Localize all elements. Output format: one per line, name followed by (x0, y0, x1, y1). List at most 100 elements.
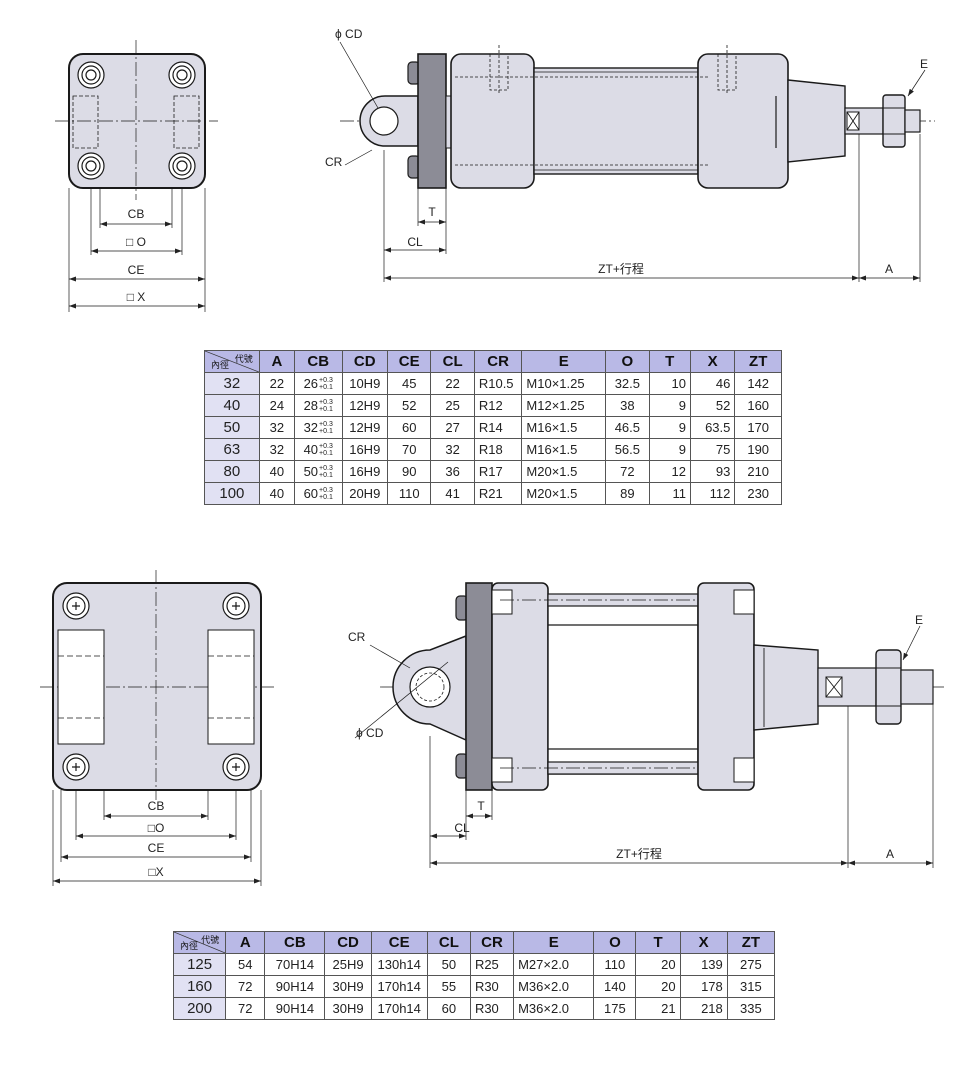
cell-e: M12×1.25 (521, 394, 607, 417)
tolerance: +0.3+0.1 (319, 399, 333, 413)
cell-cl: 22 (430, 372, 475, 395)
dim-cr: CR (325, 155, 343, 169)
cell-cb: 32+0.3+0.1 (293, 416, 343, 439)
cb-value: 28 (303, 397, 319, 413)
dim-t: T (428, 205, 436, 219)
dim-zt: ZT+行程 (598, 261, 644, 276)
cell-cr: R17 (473, 460, 523, 483)
cell-t: 21 (635, 997, 681, 1020)
cell-cr: R18 (473, 438, 523, 461)
cb-value: 26 (303, 375, 319, 391)
col-header-cb: CB (264, 931, 326, 954)
dim-cd: ϕ CD (335, 27, 363, 41)
bore-cell: 32 (204, 372, 260, 395)
cell-x: 112 (689, 482, 736, 505)
col-header-o: O (605, 350, 650, 373)
cell-cl: 25 (430, 394, 475, 417)
cell-e: M20×1.5 (521, 482, 607, 505)
dim-ce: CE (128, 263, 145, 277)
col-header-cl: CL (426, 931, 471, 954)
cell-e: M36×2.0 (513, 975, 595, 998)
cell-cl: 55 (426, 975, 471, 998)
cell-o: 175 (593, 997, 637, 1020)
dim-e: E (920, 57, 928, 71)
cell-ce: 60 (386, 416, 432, 439)
dim-o-2: □O (148, 821, 165, 835)
col-header-cb: CB (293, 350, 343, 373)
cell-cb: 90H14 (264, 975, 326, 998)
side-view-small (339, 41, 935, 282)
cell-o: 32.5 (605, 372, 650, 395)
cell-a: 72 (225, 997, 266, 1020)
tolerance: +0.3+0.1 (319, 465, 333, 479)
cell-cl: 32 (430, 438, 475, 461)
col-header-cr: CR (469, 931, 515, 954)
corner-label-bore: 內徑 (180, 941, 199, 951)
cell-e: M16×1.5 (521, 438, 607, 461)
cell-zt: 160 (734, 394, 782, 417)
cell-e: M16×1.5 (521, 416, 607, 439)
cell-ce: 70 (386, 438, 432, 461)
cell-t: 20 (635, 953, 681, 976)
cell-cr: R21 (473, 482, 523, 505)
col-header-x: X (689, 350, 736, 373)
cell-x: 63.5 (689, 416, 736, 439)
cell-cd: 25H9 (324, 953, 372, 976)
cell-e: M20×1.5 (521, 460, 607, 483)
tolerance-lower: +0.1 (319, 494, 333, 502)
dim-cl: CL (407, 235, 423, 249)
col-header-zt: ZT (726, 931, 776, 954)
cell-t: 11 (648, 482, 691, 505)
cell-ce: 52 (386, 394, 432, 417)
dim-e-2: E (915, 613, 923, 627)
bore-cell: 200 (172, 997, 227, 1020)
cell-cl: 27 (430, 416, 475, 439)
dim-ce-2: CE (148, 841, 165, 855)
col-header-x: X (679, 931, 728, 954)
bore-cell: 160 (172, 975, 227, 998)
cell-o: 89 (605, 482, 650, 505)
cell-t: 9 (648, 438, 691, 461)
col-header-ce: CE (386, 350, 432, 373)
tolerance: +0.3+0.1 (319, 377, 333, 391)
table-header-row: 代號 內徑 A CB CD CE CL CR E O T X ZT (172, 931, 776, 954)
cell-a: 40 (258, 482, 295, 505)
cell-e: M27×2.0 (513, 953, 595, 976)
corner-label-bore: 內徑 (211, 360, 230, 370)
cell-o: 72 (605, 460, 650, 483)
cell-x: 46 (689, 372, 736, 395)
front-view-small (55, 40, 218, 312)
col-header-zt: ZT (734, 350, 782, 373)
cell-o: 56.5 (605, 438, 650, 461)
cell-o: 140 (593, 975, 637, 998)
col-header-o: O (593, 931, 637, 954)
tolerance: +0.3+0.1 (319, 487, 333, 501)
cell-cr: R10.5 (473, 372, 523, 395)
side-view-large (354, 582, 945, 868)
cell-cb: 90H14 (264, 997, 326, 1020)
dim-cb: CB (128, 207, 145, 221)
bolt-icon (77, 61, 196, 180)
tolerance: +0.3+0.1 (319, 443, 333, 457)
front-view-large (40, 570, 275, 886)
cell-a: 54 (225, 953, 266, 976)
dim-cr-2: CR (348, 630, 366, 644)
bore-cell: 63 (204, 438, 260, 461)
bore-cell: 125 (172, 953, 227, 976)
dim-o: □ O (126, 235, 146, 249)
cell-zt: 142 (734, 372, 782, 395)
cell-x: 178 (679, 975, 728, 998)
col-header-cr: CR (473, 350, 523, 373)
col-header-t: T (648, 350, 691, 373)
tolerance-lower: +0.1 (319, 450, 333, 458)
cell-cb: 26+0.3+0.1 (293, 372, 343, 395)
bolt-icon (62, 592, 250, 781)
col-header-t: T (635, 931, 681, 954)
cell-cb: 50+0.3+0.1 (293, 460, 343, 483)
